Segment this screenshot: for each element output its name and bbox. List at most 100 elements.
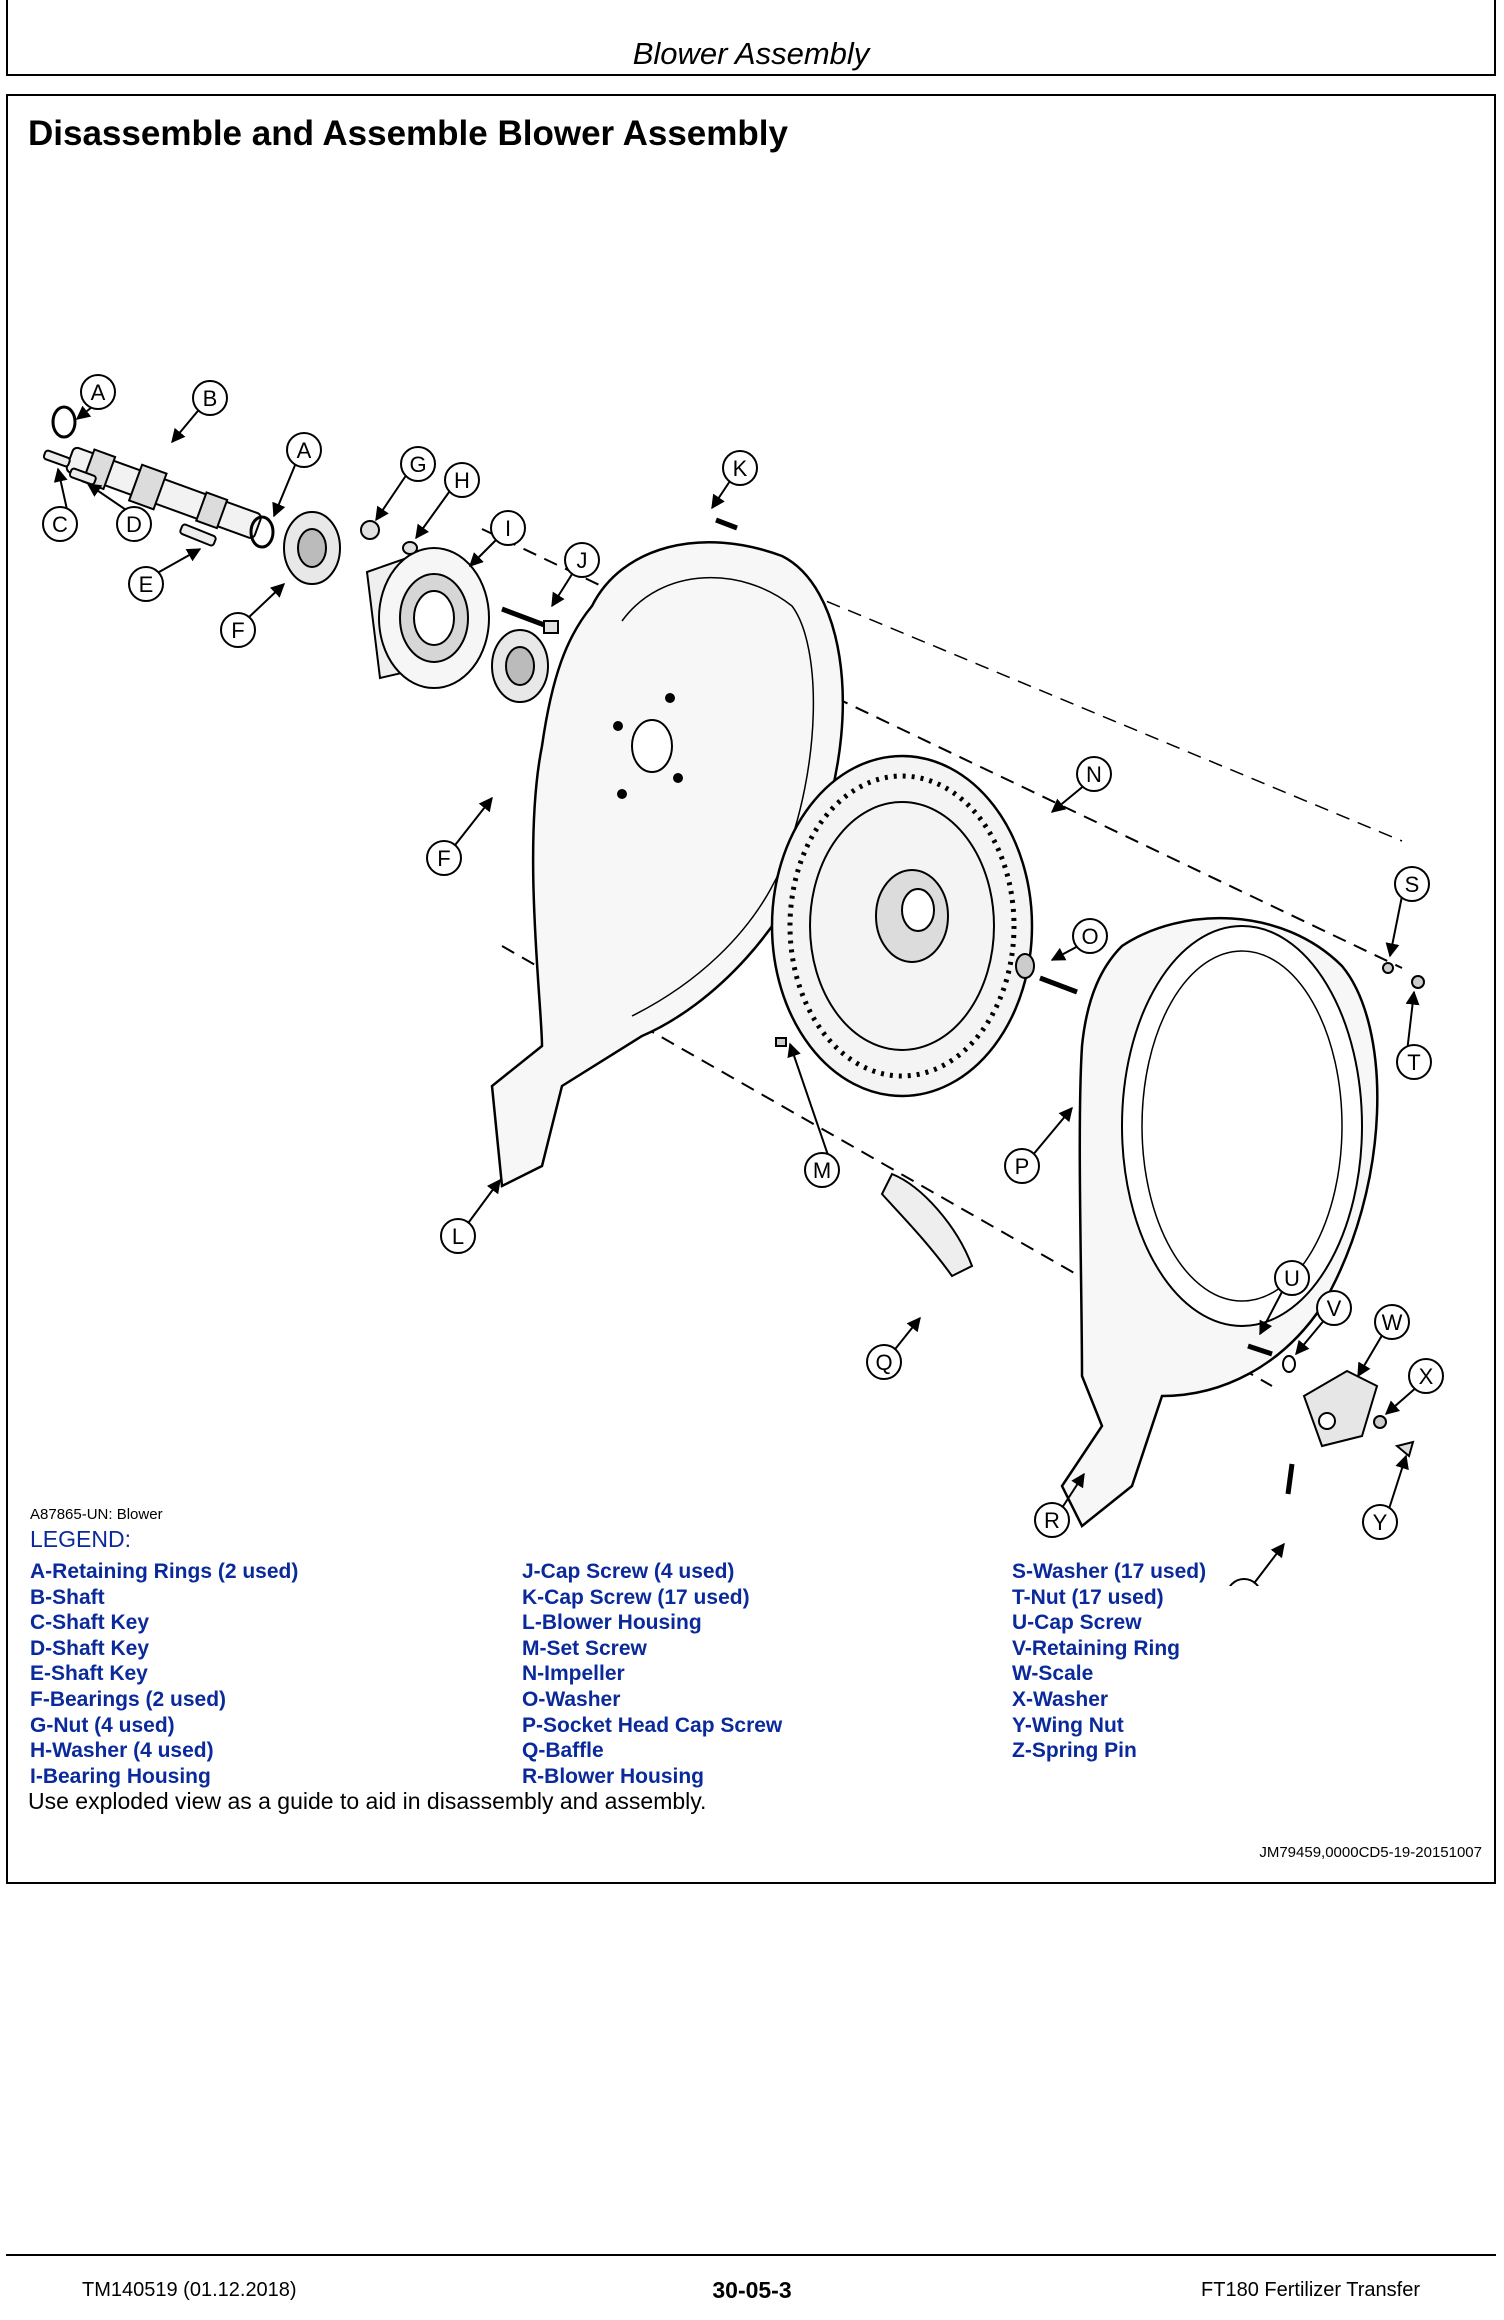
svg-text:O: O	[1081, 924, 1098, 949]
shaft-part	[65, 446, 262, 539]
callout-o: O	[1072, 918, 1108, 954]
callout-a: A	[286, 432, 322, 468]
instruction-note: Use exploded view as a guide to aid in d…	[28, 1788, 707, 1814]
content-panel: Disassemble and Assemble Blower Assembly	[6, 94, 1496, 1884]
legend-item: L-Blower Housing	[522, 1611, 702, 1635]
legend-item: P-Socket Head Cap Screw	[522, 1713, 783, 1737]
callout-layer: A B A C D E F G H I J F K N S O T P M L Q U V W X R Y Z	[42, 374, 1444, 1586]
footer-product-name: FT180 Fertilizer Transfer	[1201, 2279, 1420, 2301]
legend-item: I-Bearing Housing	[30, 1764, 211, 1788]
svg-text:F: F	[437, 846, 450, 871]
legend-item: Y-Wing Nut	[1012, 1713, 1124, 1737]
svg-text:J: J	[577, 548, 588, 573]
legend-item: E-Shaft Key	[30, 1662, 148, 1686]
callout-w: W	[1374, 1304, 1410, 1340]
legend-item: O-Washer	[522, 1687, 621, 1711]
callout-f: F	[220, 612, 256, 648]
legend-item: W-Scale	[1012, 1662, 1094, 1686]
svg-text:F: F	[231, 618, 244, 643]
callout-g: G	[400, 446, 436, 482]
callout-n: N	[1076, 756, 1112, 792]
callout-y: Y	[1362, 1504, 1398, 1540]
callout-k: K	[722, 450, 758, 486]
callout-d: D	[116, 506, 152, 542]
svg-text:I: I	[505, 516, 511, 541]
callout-l: L	[440, 1218, 476, 1254]
legend-item: B-Shaft	[30, 1585, 105, 1609]
svg-text:S: S	[1405, 872, 1420, 897]
svg-text:D: D	[126, 512, 142, 537]
footer-page-number: 30-05-3	[712, 2277, 792, 2303]
footer-manual-id: TM140519 (01.12.2018)	[82, 2279, 297, 2301]
callout-b: B	[192, 380, 228, 416]
svg-text:U: U	[1284, 1266, 1300, 1291]
svg-text:Q: Q	[875, 1350, 892, 1375]
callout-u: U	[1274, 1260, 1310, 1296]
legend-title: LEGEND:	[30, 1526, 131, 1552]
callout-r: R	[1034, 1502, 1070, 1538]
footer-divider	[6, 2254, 1496, 2256]
legend-column-3: S-Washer (17 used) T-Nut (17 used) U-Cap…	[1012, 1559, 1206, 1764]
svg-text:P: P	[1015, 1154, 1030, 1179]
legend-item: H-Washer (4 used)	[30, 1739, 214, 1763]
svg-text:A: A	[91, 380, 106, 405]
svg-text:G: G	[409, 452, 426, 477]
blower-exploded-view: A B A C D E F G H I J F K N S O T P M L Q U V W X R Y Z	[42, 374, 1444, 1586]
legend-item: A-Retaining Rings (2 used)	[30, 1560, 299, 1583]
legend-item: D-Shaft Key	[30, 1636, 150, 1660]
callout-h: H	[444, 462, 480, 498]
page-header: Blower Assembly	[6, 0, 1496, 76]
legend-item: S-Washer (17 used)	[1012, 1560, 1207, 1583]
svg-text:W: W	[1382, 1310, 1403, 1335]
legend-item: F-Bearings (2 used)	[30, 1687, 227, 1711]
legend-column-1: A-Retaining Rings (2 used) B-Shaft C-Sha…	[30, 1559, 298, 1789]
svg-text:A: A	[297, 438, 312, 463]
callout-m: M	[804, 1152, 840, 1188]
legend-item: U-Cap Screw	[1012, 1611, 1142, 1635]
callout-x: X	[1408, 1358, 1444, 1394]
callout-a: A	[80, 374, 116, 410]
legend-item: N-Impeller	[522, 1662, 625, 1686]
legend-item: R-Blower Housing	[522, 1764, 704, 1788]
callout-c: C	[42, 506, 78, 542]
callout-f: F	[426, 840, 462, 876]
svg-text:B: B	[203, 386, 218, 411]
figure-id: A87865-UN: Blower	[30, 1506, 163, 1523]
svg-text:L: L	[452, 1224, 464, 1249]
svg-text:H: H	[454, 468, 470, 493]
callout-t: T	[1396, 1044, 1432, 1080]
svg-text:N: N	[1086, 762, 1102, 787]
svg-text:E: E	[139, 572, 154, 597]
svg-text:C: C	[52, 512, 68, 537]
svg-text:K: K	[733, 456, 748, 481]
legend-item: G-Nut (4 used)	[30, 1713, 175, 1737]
legend-item: C-Shaft Key	[30, 1611, 150, 1635]
svg-text:M: M	[813, 1158, 831, 1183]
callout-q: Q	[866, 1344, 902, 1380]
document-code: JM79459,0000CD5-19-20151007	[1259, 1844, 1482, 1861]
callout-z: Z	[1229, 1578, 1259, 1586]
legend-column-2: J-Cap Screw (4 used) K-Cap Screw (17 use…	[522, 1559, 782, 1789]
svg-text:Y: Y	[1373, 1510, 1388, 1535]
legend-item: T-Nut (17 used)	[1012, 1585, 1164, 1609]
callout-s: S	[1394, 866, 1430, 902]
callout-i: I	[490, 510, 526, 546]
legend-item: X-Washer	[1012, 1687, 1109, 1711]
callout-j: J	[564, 542, 600, 578]
legend-item: Z-Spring Pin	[1012, 1739, 1137, 1763]
legend-item: J-Cap Screw (4 used)	[522, 1560, 735, 1583]
legend-item: Q-Baffle	[522, 1739, 604, 1763]
callout-p: P	[1004, 1148, 1040, 1184]
section-title: Disassemble and Assemble Blower Assembly	[28, 114, 788, 153]
callout-v: V	[1316, 1290, 1352, 1326]
header-title: Blower Assembly	[632, 36, 870, 71]
svg-text:T: T	[1407, 1050, 1420, 1075]
legend-item: K-Cap Screw (17 used)	[522, 1585, 750, 1609]
legend-item: M-Set Screw	[522, 1636, 647, 1660]
callout-e: E	[128, 566, 164, 602]
svg-text:R: R	[1044, 1508, 1060, 1533]
legend-item: V-Retaining Ring	[1012, 1636, 1180, 1660]
svg-text:Z: Z	[1237, 1584, 1250, 1586]
svg-text:V: V	[1327, 1296, 1342, 1321]
svg-text:X: X	[1419, 1364, 1434, 1389]
